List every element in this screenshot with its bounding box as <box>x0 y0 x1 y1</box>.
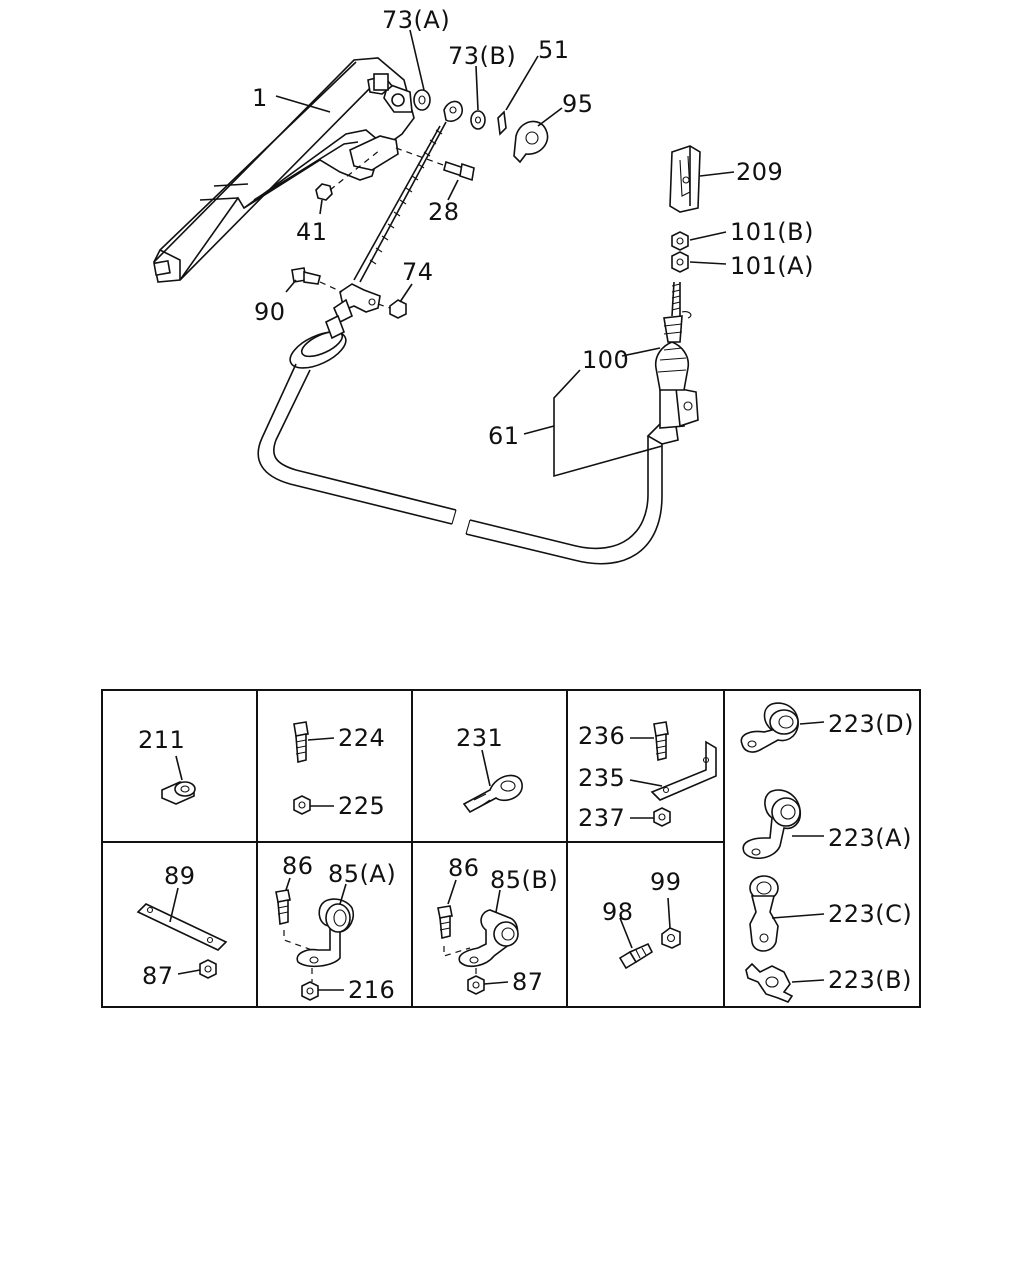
nut-74 <box>377 299 407 319</box>
clamp-223d <box>740 702 825 753</box>
label-209: 209 <box>736 158 783 186</box>
label-101a: 101(A) <box>730 252 814 280</box>
label-223a: 223(A) <box>828 824 912 852</box>
clamp-223b <box>745 962 825 1003</box>
label-86b: 86 <box>448 854 480 882</box>
washer-73b <box>470 110 486 130</box>
label-90: 90 <box>254 298 286 326</box>
bolt-236 <box>630 721 669 762</box>
cotter-pin-51 <box>497 110 507 136</box>
clamp-85a <box>296 883 355 968</box>
label-101b: 101(B) <box>730 218 814 246</box>
label-98: 98 <box>602 898 634 926</box>
label-1: 1 <box>252 84 268 112</box>
nut-225 <box>293 795 334 815</box>
label-223d: 223(D) <box>828 710 914 738</box>
label-216: 216 <box>348 976 395 1004</box>
bolt-86b <box>437 879 471 957</box>
label-74: 74 <box>402 258 434 286</box>
washer-73a <box>413 89 431 111</box>
label-51: 51 <box>538 36 570 64</box>
label-237: 237 <box>578 804 625 832</box>
label-86a: 86 <box>282 852 314 880</box>
label-236: 236 <box>578 722 625 750</box>
nut-237 <box>630 807 671 827</box>
label-41: 41 <box>296 218 328 246</box>
label-100: 100 <box>582 346 629 374</box>
label-73b: 73(B) <box>448 42 516 70</box>
label-231: 231 <box>456 724 503 752</box>
bracket-235 <box>629 740 717 801</box>
label-99: 99 <box>650 868 682 896</box>
label-73a: 73(A) <box>382 6 450 34</box>
label-89: 89 <box>164 862 196 890</box>
label-85a: 85(A) <box>328 860 396 888</box>
cable-100-end <box>646 281 699 445</box>
label-235: 235 <box>578 764 625 792</box>
clevis-209 <box>669 145 701 213</box>
label-224: 224 <box>338 724 385 752</box>
label-95: 95 <box>562 90 594 118</box>
label-28: 28 <box>428 198 460 226</box>
nut-87a <box>177 959 217 979</box>
clip-231 <box>462 749 523 814</box>
clamp-223c <box>749 875 825 952</box>
label-61: 61 <box>488 422 520 450</box>
label-211: 211 <box>138 726 185 754</box>
bolt-224 <box>293 721 335 764</box>
label-223c: 223(C) <box>828 900 912 928</box>
nut-101b <box>671 231 689 251</box>
nut-99 <box>661 897 681 949</box>
label-85b: 85(B) <box>490 866 558 894</box>
label-87b: 87 <box>512 968 544 996</box>
bolt-90 <box>291 267 343 293</box>
nut-216 <box>301 968 344 1001</box>
label-87a: 87 <box>142 962 174 990</box>
nut-41 <box>315 149 381 201</box>
clamp-223a <box>742 789 824 859</box>
nut-87b <box>467 968 509 995</box>
bolt-28 <box>395 147 475 182</box>
clamp-85b <box>458 889 519 968</box>
clevis-95 <box>513 120 549 164</box>
plate-89 <box>136 887 228 951</box>
equalizer-bracket <box>333 283 381 324</box>
bolt-98 <box>618 917 654 970</box>
label-223b: 223(B) <box>828 966 912 994</box>
collar-211 <box>161 755 196 805</box>
nut-101a <box>671 251 689 273</box>
bolt-86a <box>275 877 313 951</box>
upper-leader-lines <box>275 29 735 478</box>
cable-61 <box>257 314 663 565</box>
lever-cable <box>353 100 463 283</box>
label-225: 225 <box>338 792 385 820</box>
parking-brake-lever <box>153 57 415 283</box>
parts-table <box>101 689 921 1008</box>
